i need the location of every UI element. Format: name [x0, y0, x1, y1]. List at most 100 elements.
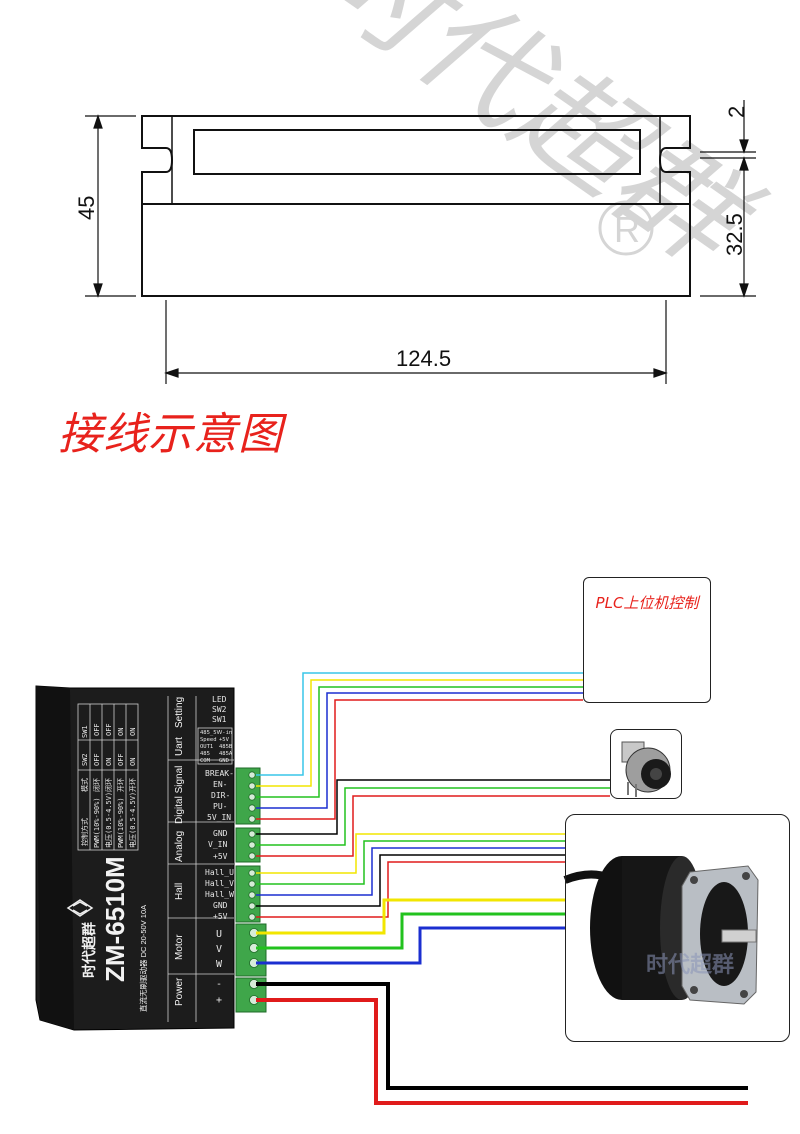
dim-lower-height-label: 32.5 — [722, 213, 747, 256]
hall-terminals: Hall_U Hall_V Hall_W GND +5V — [205, 868, 234, 921]
wire-plc-dir — [256, 686, 583, 798]
svg-text:V-in: V-in — [219, 730, 232, 736]
motor-box — [565, 814, 790, 1042]
digital-signal-header: Digital Signal — [174, 766, 185, 824]
svg-text:开环: 开环 — [117, 778, 125, 792]
svg-text:闭环: 闭环 — [93, 778, 101, 792]
svg-text:电压(0.5-4.5V): 电压(0.5-4.5V) — [104, 792, 113, 848]
registered-mark-text: R — [614, 209, 640, 250]
mode-table: SW1 SW2 模式 控制方式 OFF OFF 闭环 PWM(10%-90%) … — [80, 723, 137, 848]
motor-terminals: U V W — [216, 929, 223, 970]
power-terminals: - + — [216, 979, 222, 1006]
setting-item-led: LED — [212, 695, 227, 704]
svg-text:5V_IN: 5V_IN — [207, 813, 231, 822]
power-header: Power — [174, 977, 185, 1006]
plc-controller-box: PLC上位机控制 — [583, 577, 711, 703]
svg-text:模式: 模式 — [80, 778, 89, 792]
svg-text:DIR-: DIR- — [211, 791, 230, 800]
svg-text:+5V: +5V — [213, 852, 228, 861]
svg-text:OFF: OFF — [105, 723, 113, 736]
svg-text:EN-: EN- — [213, 780, 227, 789]
svg-text:485_5V: 485_5V — [200, 730, 221, 736]
wire-plc-pu — [256, 692, 583, 809]
dimension-drawing — [141, 115, 691, 297]
digital-signal-terminals: BREAK- EN- DIR- PU- 5V_IN — [205, 769, 234, 822]
hall-header: Hall — [174, 883, 185, 900]
svg-text:+5V: +5V — [213, 912, 228, 921]
wire-motor-w — [256, 926, 565, 965]
svg-text:PWM(10%-90%): PWM(10%-90%) — [93, 797, 101, 848]
svg-text:W: W — [216, 959, 223, 970]
wire-hall-w — [256, 847, 565, 896]
svg-text:Hall_U: Hall_U — [205, 868, 234, 877]
svg-text:BREAK-: BREAK- — [205, 769, 234, 778]
setting-item-sw2: SW2 — [212, 705, 227, 714]
svg-text:电压(0.5-4.5V): 电压(0.5-4.5V) — [128, 792, 137, 848]
driver-body — [35, 685, 235, 1031]
wire-hall-5v — [256, 861, 565, 918]
dim-height-label: 45 — [74, 196, 99, 220]
wires — [256, 672, 610, 918]
uart-header: Uart — [174, 737, 185, 756]
dim-height — [85, 114, 136, 298]
svg-text:PWM(10%-90%): PWM(10%-90%) — [117, 797, 125, 848]
svg-text:485: 485 — [200, 751, 210, 757]
svg-text:OFF: OFF — [117, 753, 125, 766]
svg-text:Hall_V: Hall_V — [205, 879, 234, 888]
svg-text:485B: 485B — [219, 744, 233, 750]
plc-label: PLC上位机控制 — [595, 594, 699, 612]
svg-text:U: U — [216, 929, 222, 940]
svg-text:-: - — [216, 979, 222, 990]
svg-text:OFF: OFF — [93, 723, 101, 736]
wire-plc-5v — [256, 699, 583, 820]
wire-motor-v — [256, 912, 565, 950]
wire-plc-break — [256, 672, 583, 776]
dim-width — [164, 300, 668, 384]
svg-text:+: + — [216, 995, 222, 1006]
analog-header: Analog — [174, 831, 185, 862]
svg-text:ON: ON — [117, 728, 125, 736]
svg-text:控制方式: 控制方式 — [80, 818, 89, 846]
svg-text:OUT1: OUT1 — [200, 744, 213, 750]
uart-table: 485_5V V-in Speed +5V OUT1 485B 485 485A… — [200, 730, 233, 764]
setting-header: Setting — [174, 697, 185, 728]
analog-terminals: GND V_IN +5V — [208, 829, 228, 861]
driver-unit: Setting Uart Digital Signal Analog Hall … — [35, 685, 235, 1031]
dim-width-label: 124.5 — [396, 346, 451, 371]
svg-text:Speed: Speed — [200, 737, 217, 743]
svg-text:GND: GND — [213, 901, 228, 910]
wire-motor-u — [256, 898, 565, 935]
potentiometer-box — [610, 729, 682, 799]
dim-top-gap — [700, 100, 756, 298]
wire-pot-5v — [256, 795, 610, 857]
svg-text:GND: GND — [213, 829, 228, 838]
svg-text:开环: 开环 — [129, 778, 137, 792]
svg-text:OFF: OFF — [93, 753, 101, 766]
svg-text:SW2: SW2 — [81, 753, 89, 766]
svg-text:V: V — [216, 944, 222, 955]
wire-hall-u — [256, 833, 565, 874]
wire-pot-gnd — [256, 779, 610, 835]
svg-text:ON: ON — [129, 728, 137, 736]
driver-logo — [66, 899, 94, 917]
watermark: 时代超群 R — [292, 0, 778, 299]
svg-text:V_IN: V_IN — [208, 840, 227, 849]
driver-brand: 时代超群 — [81, 922, 97, 978]
motor-wires — [256, 898, 565, 965]
motor-header: Motor — [174, 934, 185, 960]
registered-mark-circle — [598, 200, 654, 256]
driver-model: ZM-6510M — [100, 856, 130, 982]
svg-text:闭环: 闭环 — [105, 778, 113, 792]
svg-text:+5V: +5V — [219, 737, 230, 743]
driver-subtitle: 直流无刷驱动器 DC 20-50V 10A — [138, 905, 148, 1012]
svg-text:ON: ON — [105, 758, 113, 766]
setting-item-sw1: SW1 — [212, 715, 227, 724]
power-wires — [256, 982, 748, 1105]
svg-text:ON: ON — [129, 758, 137, 766]
svg-text:SW1: SW1 — [81, 725, 89, 738]
wire-hall-gnd — [256, 854, 565, 907]
wire-hall-v — [256, 840, 565, 885]
section-title: 接线示意图 — [58, 409, 283, 460]
